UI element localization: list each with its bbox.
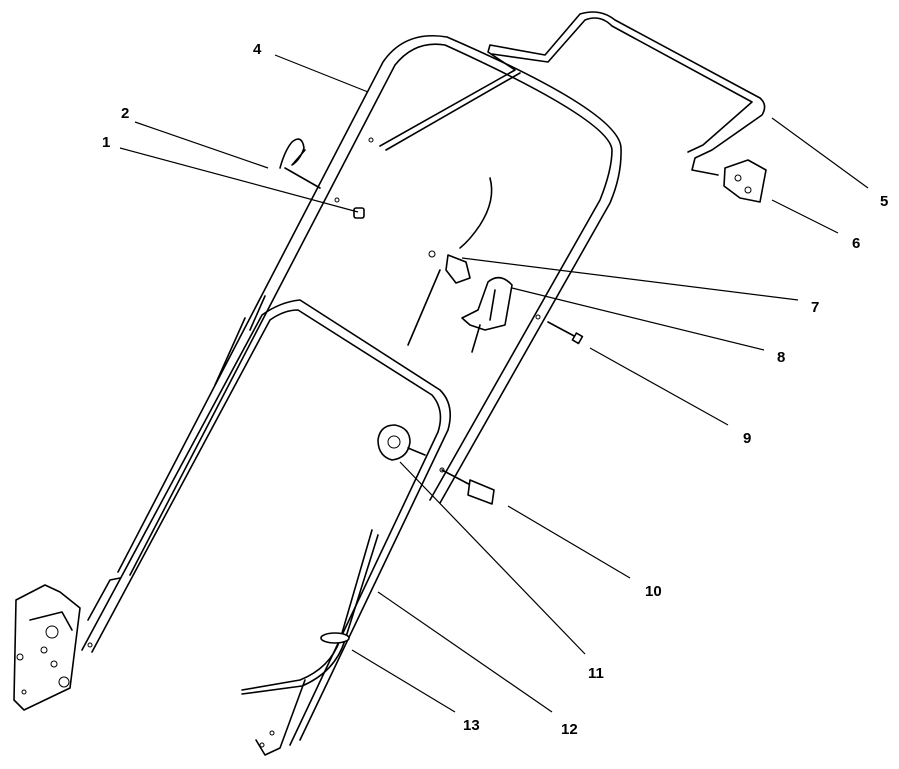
upper-handle bbox=[117, 35, 622, 576]
leader-6 bbox=[771, 199, 839, 234]
bolt-10 bbox=[439, 467, 495, 505]
leader-1 bbox=[119, 147, 359, 213]
bolt-9 bbox=[547, 321, 584, 345]
leader-2 bbox=[134, 121, 269, 169]
callout-8: 8 bbox=[777, 349, 785, 366]
callout-1: 1 bbox=[102, 134, 110, 151]
callout-9: 9 bbox=[743, 430, 751, 447]
leader-lines bbox=[119, 54, 869, 713]
callout-6: 6 bbox=[852, 235, 860, 252]
callout-13: 13 bbox=[463, 717, 480, 734]
cable-guide bbox=[279, 138, 321, 189]
control-bail bbox=[379, 11, 766, 176]
callout-2: 2 bbox=[121, 105, 129, 122]
leader-10 bbox=[507, 505, 631, 579]
leader-5 bbox=[771, 117, 869, 189]
leader-4 bbox=[274, 54, 369, 93]
callout-labels: 1 2 4 5 6 7 8 9 10 11 12 13 bbox=[102, 41, 888, 738]
mounting-bracket bbox=[13, 577, 121, 711]
callout-12: 12 bbox=[561, 721, 578, 738]
handle-knob bbox=[377, 424, 426, 461]
leader-12 bbox=[377, 591, 553, 713]
callout-10: 10 bbox=[645, 583, 662, 600]
leader-13 bbox=[351, 649, 456, 713]
leader-11 bbox=[399, 461, 586, 655]
callout-7: 7 bbox=[811, 299, 819, 316]
lower-handle bbox=[81, 295, 451, 756]
nut-1 bbox=[353, 207, 365, 219]
callout-5: 5 bbox=[880, 193, 888, 210]
leader-8 bbox=[511, 287, 765, 351]
throttle-control bbox=[407, 177, 513, 353]
callout-4: 4 bbox=[253, 41, 262, 58]
callout-11: 11 bbox=[588, 665, 604, 682]
control-cable bbox=[241, 529, 379, 695]
leader-9 bbox=[589, 347, 729, 426]
leader-7 bbox=[461, 257, 799, 301]
bail-bracket bbox=[723, 159, 767, 203]
